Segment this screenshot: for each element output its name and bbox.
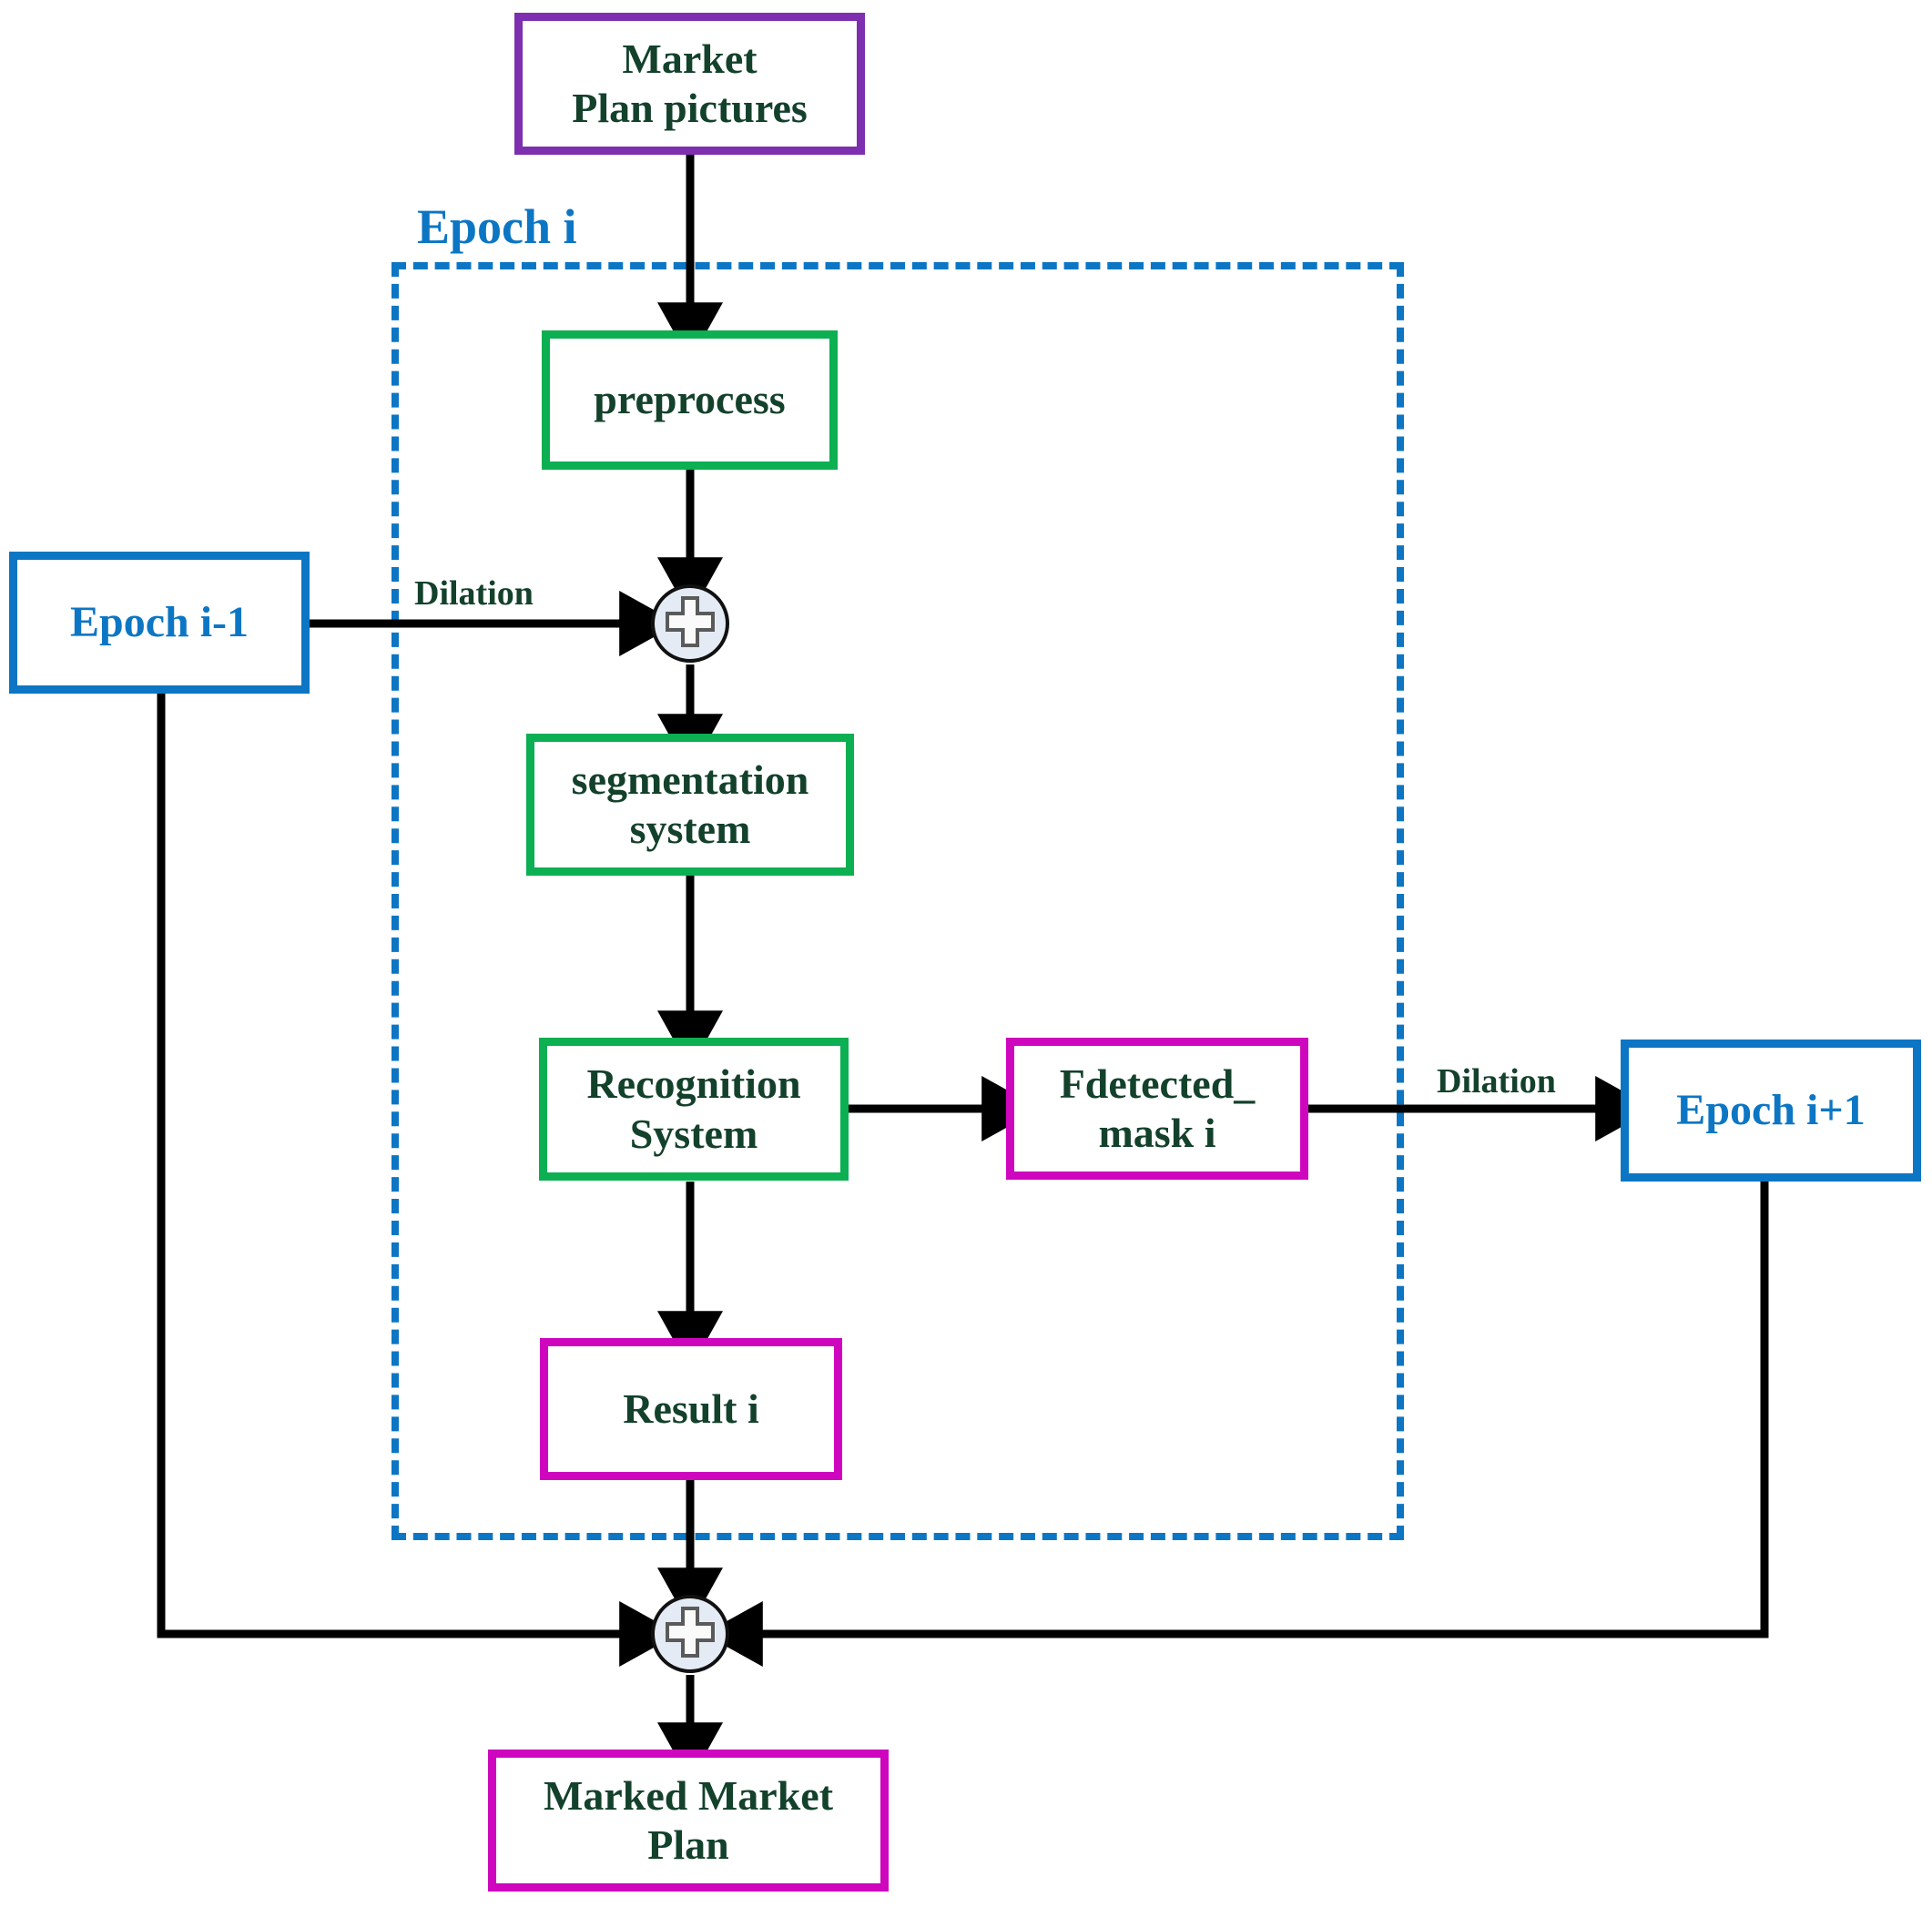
marked-market-plan-line1: Marked Market: [543, 1771, 834, 1819]
node-marked-market-plan[interactable]: Marked Market Plan: [488, 1750, 889, 1892]
segmentation-system-line2: system: [629, 806, 751, 852]
node-market-plan-pictures[interactable]: Market Plan pictures: [514, 13, 865, 155]
plus-icon: [651, 584, 729, 663]
node-fdetected-mask[interactable]: Fdetected_ mask i: [1006, 1038, 1308, 1180]
market-plan-pictures-line2: Plan pictures: [572, 85, 808, 131]
node-segmentation-system[interactable]: segmentation system: [526, 734, 854, 876]
dilation-label-right: Dilation: [1437, 1062, 1556, 1101]
result-label: Result i: [623, 1385, 759, 1432]
preprocess-label: preprocess: [594, 376, 786, 423]
node-epoch-prev[interactable]: Epoch i-1: [9, 552, 310, 694]
node-preprocess[interactable]: preprocess: [542, 330, 838, 470]
marked-market-plan-line2: Plan: [647, 1821, 729, 1868]
fdetected-mask-line1: Fdetected_: [1059, 1060, 1256, 1107]
node-epoch-next[interactable]: Epoch i+1: [1621, 1040, 1921, 1182]
segmentation-system-line1: segmentation: [571, 756, 809, 803]
plus-junction-top[interactable]: [650, 583, 730, 664]
node-result[interactable]: Result i: [540, 1338, 842, 1480]
plus-junction-bottom[interactable]: [650, 1594, 730, 1674]
node-recognition-system[interactable]: Recognition System: [539, 1038, 849, 1181]
epoch-next-label: Epoch i+1: [1676, 1085, 1866, 1134]
recognition-system-line2: System: [629, 1110, 758, 1157]
plus-icon: [651, 1595, 729, 1673]
market-plan-pictures-line1: Market: [622, 35, 758, 82]
recognition-system-line1: Recognition: [586, 1060, 801, 1108]
epoch-i-group-label: Epoch i: [417, 199, 577, 254]
dilation-label-left: Dilation: [414, 574, 534, 613]
fdetected-mask-line2: mask i: [1098, 1110, 1216, 1156]
epoch-prev-label: Epoch i-1: [69, 597, 249, 646]
